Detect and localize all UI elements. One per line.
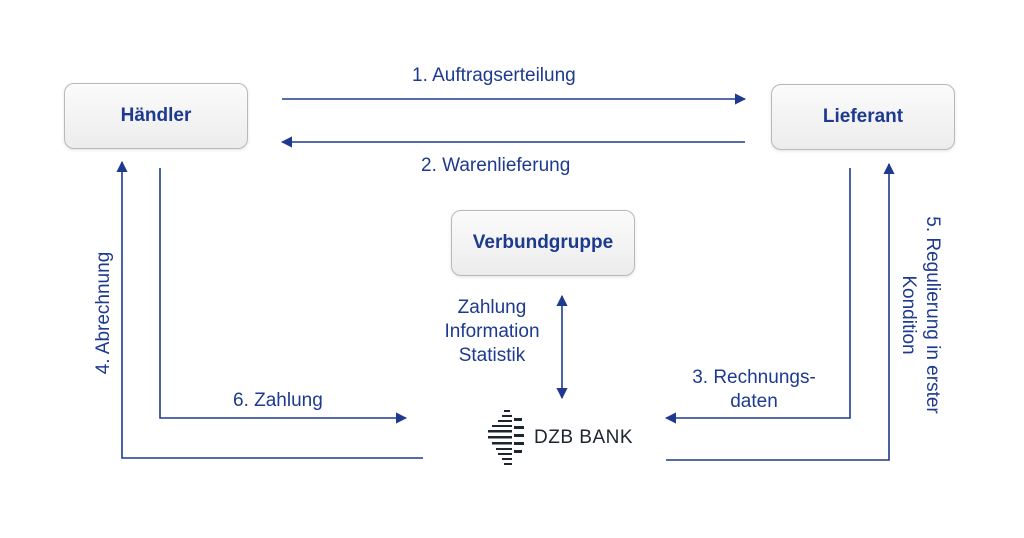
arrow-zahlung — [159, 168, 408, 424]
label-center-zahlung: Zahlung — [457, 297, 527, 318]
label-regulierung-line2: Kondition — [898, 275, 919, 355]
label-center-statistik: Statistik — [458, 345, 526, 366]
node-lieferant-label: Lieferant — [822, 106, 904, 127]
node-haendler: Händler — [64, 83, 248, 149]
dzb-bank-logo: DZB BANK — [488, 408, 633, 468]
label-center-information: Information — [444, 321, 540, 342]
label-abrechnung: 4. Abrechnung — [93, 251, 114, 375]
label-regulierung-line1: 5. Regulierung in erster — [922, 216, 943, 414]
label-rechnungsdaten-line1: 3. Rechnungs- — [692, 367, 816, 388]
node-verbundgruppe-label: Verbundgruppe — [472, 232, 614, 253]
node-lieferant: Lieferant — [771, 84, 955, 150]
dzb-bank-name: DZB BANK — [534, 427, 634, 448]
label-center-block: Zahlung Information Statistik — [432, 296, 552, 368]
label-auftragserteilung: 1. Auftragserteilung — [412, 65, 576, 86]
dzb-bank-bars-icon — [488, 410, 524, 465]
node-haendler-label: Händler — [120, 105, 192, 126]
arrow-regulierung — [666, 162, 895, 461]
node-verbundgruppe: Verbundgruppe — [451, 210, 635, 276]
label-zahlung: 6. Zahlung — [233, 390, 323, 411]
label-rechnungsdaten: 3. Rechnungs- daten — [676, 366, 832, 414]
label-warenlieferung: 2. Warenlieferung — [421, 155, 571, 176]
label-regulierung: 5. Regulierung in erster Kondition — [896, 195, 944, 435]
arrow-abrechnung — [116, 160, 423, 459]
arrow-rechnungsdaten — [664, 168, 851, 424]
label-rechnungsdaten-line2: daten — [730, 391, 778, 412]
